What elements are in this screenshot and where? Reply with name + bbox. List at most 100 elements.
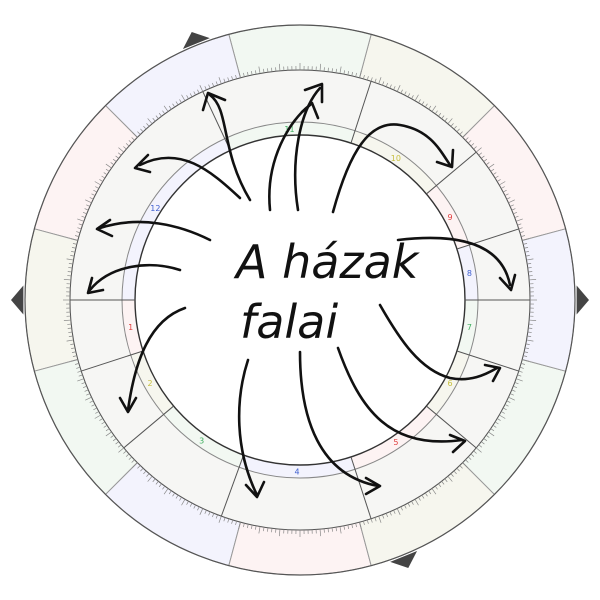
degree-tick <box>199 508 204 515</box>
arrow-shaft <box>396 236 512 287</box>
degree-tick <box>71 251 76 253</box>
angle-marker-triangle <box>11 285 24 315</box>
degree-tick <box>520 363 526 365</box>
degree-tick <box>441 115 445 119</box>
degree-tick <box>132 462 138 468</box>
degree-tick <box>223 78 226 83</box>
degree-tick <box>366 519 369 524</box>
degree-tick <box>84 208 89 211</box>
house-number-10: 10 <box>391 154 401 163</box>
degree-tick <box>523 355 528 357</box>
degree-tick <box>212 513 215 518</box>
degree-tick <box>247 524 249 529</box>
degree-tick <box>418 99 421 104</box>
degree-tick <box>431 488 437 495</box>
degree-tick <box>431 105 437 112</box>
degree-tick <box>84 389 89 392</box>
degree-tick <box>459 465 463 469</box>
degree-tick <box>243 72 245 77</box>
degree-tick <box>396 508 401 515</box>
degree-tick <box>131 459 135 463</box>
degree-tick <box>85 199 92 204</box>
house-cusp-line <box>350 81 372 144</box>
degree-tick <box>263 527 265 532</box>
degree-tick <box>117 152 122 156</box>
degree-tick <box>481 441 485 445</box>
degree-tick <box>502 189 507 193</box>
degree-tick <box>506 197 511 200</box>
degree-tick <box>382 81 385 86</box>
degree-tick <box>99 418 104 421</box>
degree-tick <box>103 424 108 428</box>
degree-tick <box>522 359 530 362</box>
arrow-head <box>303 82 324 104</box>
degree-tick <box>105 168 110 172</box>
house-cusp-line <box>350 456 372 519</box>
house-number-6: 6 <box>447 379 452 388</box>
degree-tick <box>331 68 333 73</box>
degree-tick <box>506 400 511 403</box>
arrow-head <box>118 396 138 414</box>
degree-tick <box>186 500 189 505</box>
degree-tick <box>526 258 534 261</box>
arrow-shaft <box>138 156 242 200</box>
degree-tick <box>143 125 147 130</box>
degree-tick <box>74 363 80 365</box>
degree-tick <box>68 263 73 265</box>
degree-tick <box>414 499 419 506</box>
degree-tick <box>363 74 365 80</box>
degree-tick <box>363 520 365 526</box>
degree-tick <box>95 411 100 414</box>
degree-tick <box>258 526 261 534</box>
degree-tick <box>483 438 488 442</box>
degree-tick <box>516 218 523 222</box>
degree-tick <box>110 434 115 438</box>
degree-tick <box>152 117 156 122</box>
degree-tick <box>421 101 425 106</box>
degree-tick <box>255 525 257 530</box>
degree-tick <box>343 525 345 530</box>
degree-tick <box>470 453 475 457</box>
house-cusp-line <box>220 454 245 517</box>
degree-tick <box>86 204 91 207</box>
title-line-1: A házak <box>233 235 421 289</box>
degree-tick <box>66 258 74 261</box>
degree-tick <box>513 385 518 388</box>
degree-tick <box>428 105 432 110</box>
degree-tick <box>81 382 86 385</box>
arrow-shaft <box>126 306 187 412</box>
degree-tick <box>94 181 101 186</box>
degree-ticks <box>63 63 537 537</box>
degree-tick <box>278 63 281 71</box>
degree-tick <box>396 85 401 92</box>
degree-tick <box>247 71 249 76</box>
house-cusp-line <box>426 151 477 195</box>
house-cusp-line <box>456 350 519 372</box>
degree-tick <box>374 517 377 522</box>
degree-tick <box>204 86 207 91</box>
degree-tick <box>517 223 522 226</box>
degree-tick <box>66 339 74 342</box>
arrow-head <box>448 433 467 454</box>
arrow-head <box>244 480 266 499</box>
degree-tick <box>366 76 369 81</box>
degree-tick <box>251 71 253 76</box>
degree-tick <box>103 172 108 176</box>
degree-tick <box>186 95 189 100</box>
degree-tick <box>76 231 81 234</box>
degree-tick <box>351 524 353 529</box>
degree-tick <box>444 117 448 122</box>
angle-markers <box>11 32 589 568</box>
degree-tick <box>470 143 475 147</box>
degree-tick <box>208 84 211 89</box>
degree-tick <box>162 485 166 490</box>
degree-tick <box>456 128 460 133</box>
degree-tick <box>172 492 176 497</box>
outer-circle <box>24 24 576 576</box>
degree-tick <box>490 428 495 432</box>
degree-tick <box>179 496 182 501</box>
degree-tick <box>508 396 515 401</box>
degree-tick <box>496 179 501 182</box>
degree-tick <box>525 343 530 345</box>
degree-tick <box>385 513 388 518</box>
